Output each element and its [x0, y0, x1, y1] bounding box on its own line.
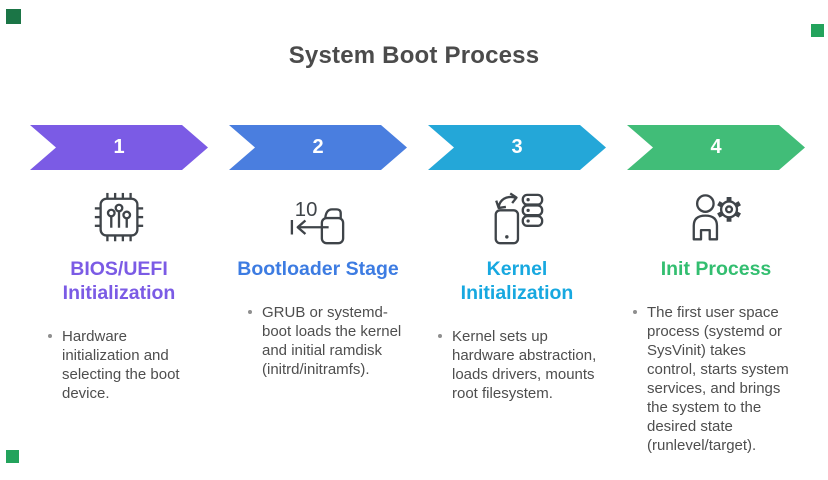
bullet-dot [438, 334, 442, 338]
stage-2-list: GRUB or systemd- boot loads the kernel a… [248, 303, 407, 379]
stage-3-number: 3 [511, 136, 523, 158]
stage-1-arrow: 1 [30, 125, 208, 170]
page-title: System Boot Process [288, 42, 540, 69]
stage-3-arrow: 3 [428, 125, 606, 170]
stage-1-list: Hardware initialization and selecting th… [48, 327, 208, 403]
stage-1-description: Hardware initialization and selecting th… [62, 328, 180, 402]
bullet-dot [633, 310, 637, 314]
stage-2-description: GRUB or systemd- boot loads the kernel a… [262, 304, 402, 378]
svg-text:10: 10 [295, 199, 318, 221]
boot-load-arrow-icon: 10 [229, 191, 407, 249]
decor-square-bottom-left [6, 450, 19, 463]
stage-bootloader: 2 10 Bootloader Stage GRUB or systemd- b… [229, 125, 407, 379]
device-sync-server-icon [428, 191, 606, 249]
bullet-dot [48, 334, 52, 338]
stage-1-heading: BIOS/UEFI Initialization [62, 258, 176, 304]
decor-square-right [811, 24, 824, 37]
stage-kernel: 3 Kernel Initialization Kernel sets up h… [428, 125, 606, 403]
stage-3-heading: Kernel Initialization [460, 258, 574, 304]
cpu-chip-icon [30, 191, 208, 249]
stage-3-list: Kernel sets up hardware abstraction, loa… [438, 327, 606, 403]
decor-square-top-left [6, 9, 21, 24]
stage-3-description: Kernel sets up hardware abstraction, loa… [452, 328, 597, 402]
user-gear-icon [627, 191, 805, 249]
stage-2-number: 2 [312, 136, 324, 158]
stage-4-list: The first user space process (systemd or… [633, 303, 805, 455]
stage-1-number: 1 [113, 136, 125, 158]
stage-4-arrow: 4 [627, 125, 805, 170]
stage-4-number: 4 [710, 136, 722, 158]
stage-2-heading: Bootloader Stage [237, 258, 399, 280]
stage-2-arrow: 2 [229, 125, 407, 170]
stage-4-description: The first user space process (systemd or… [647, 304, 789, 454]
stage-init-process: 4 Init Process The first user [627, 125, 805, 455]
bullet-dot [248, 310, 252, 314]
stage-4-heading: Init Process [660, 258, 772, 280]
stage-bios-uefi: 1 [30, 125, 208, 403]
